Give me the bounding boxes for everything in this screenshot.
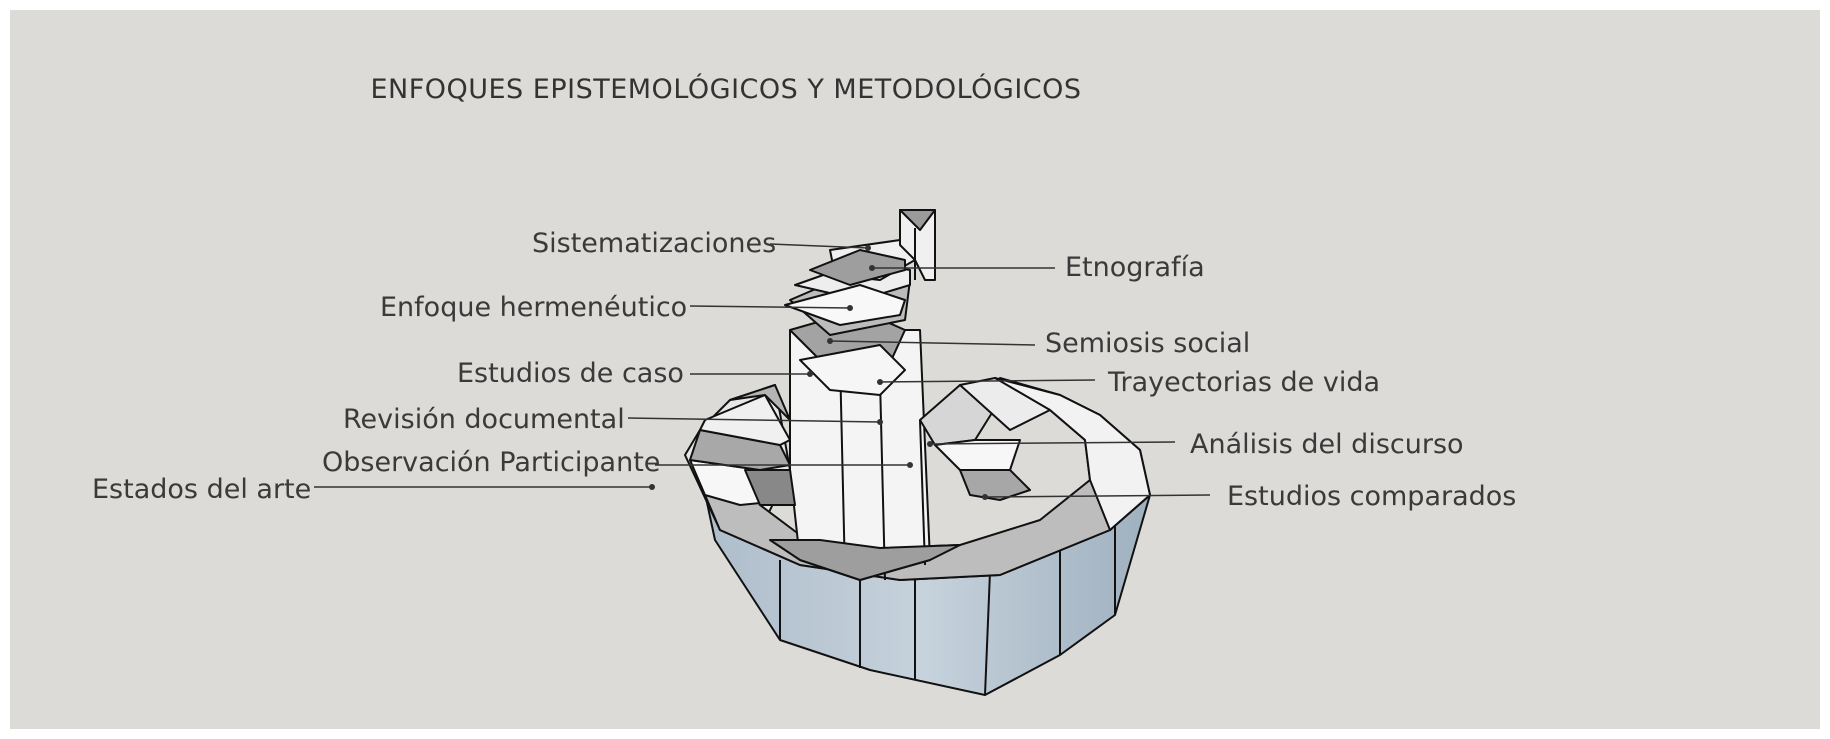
label-revision-documental: Revisión documental [343, 404, 625, 435]
label-analisis-del-discurso: Análisis del discurso [1190, 429, 1464, 460]
label-semiosis-social: Semiosis social [1045, 328, 1251, 359]
diagram-title: ENFOQUES EPISTEMOLÓGICOS Y METODOLÓGICOS [370, 74, 1082, 105]
label-estados-del-arte: Estados del arte [92, 474, 312, 505]
label-sistematizaciones: Sistematizaciones [532, 228, 777, 259]
label-observacion-participante: Observación Participante [322, 447, 661, 478]
label-enfoque-hermeneutico: Enfoque hermenéutico [380, 292, 688, 323]
label-estudios-de-caso: Estudios de caso [457, 358, 684, 389]
step-comparados [959, 469, 1031, 501]
label-etnografia: Etnografía [1065, 252, 1205, 283]
label-trayectorias-de-vida: Trayectorias de vida [1108, 367, 1381, 398]
label-estudios-comparados: Estudios comparados [1227, 481, 1517, 512]
